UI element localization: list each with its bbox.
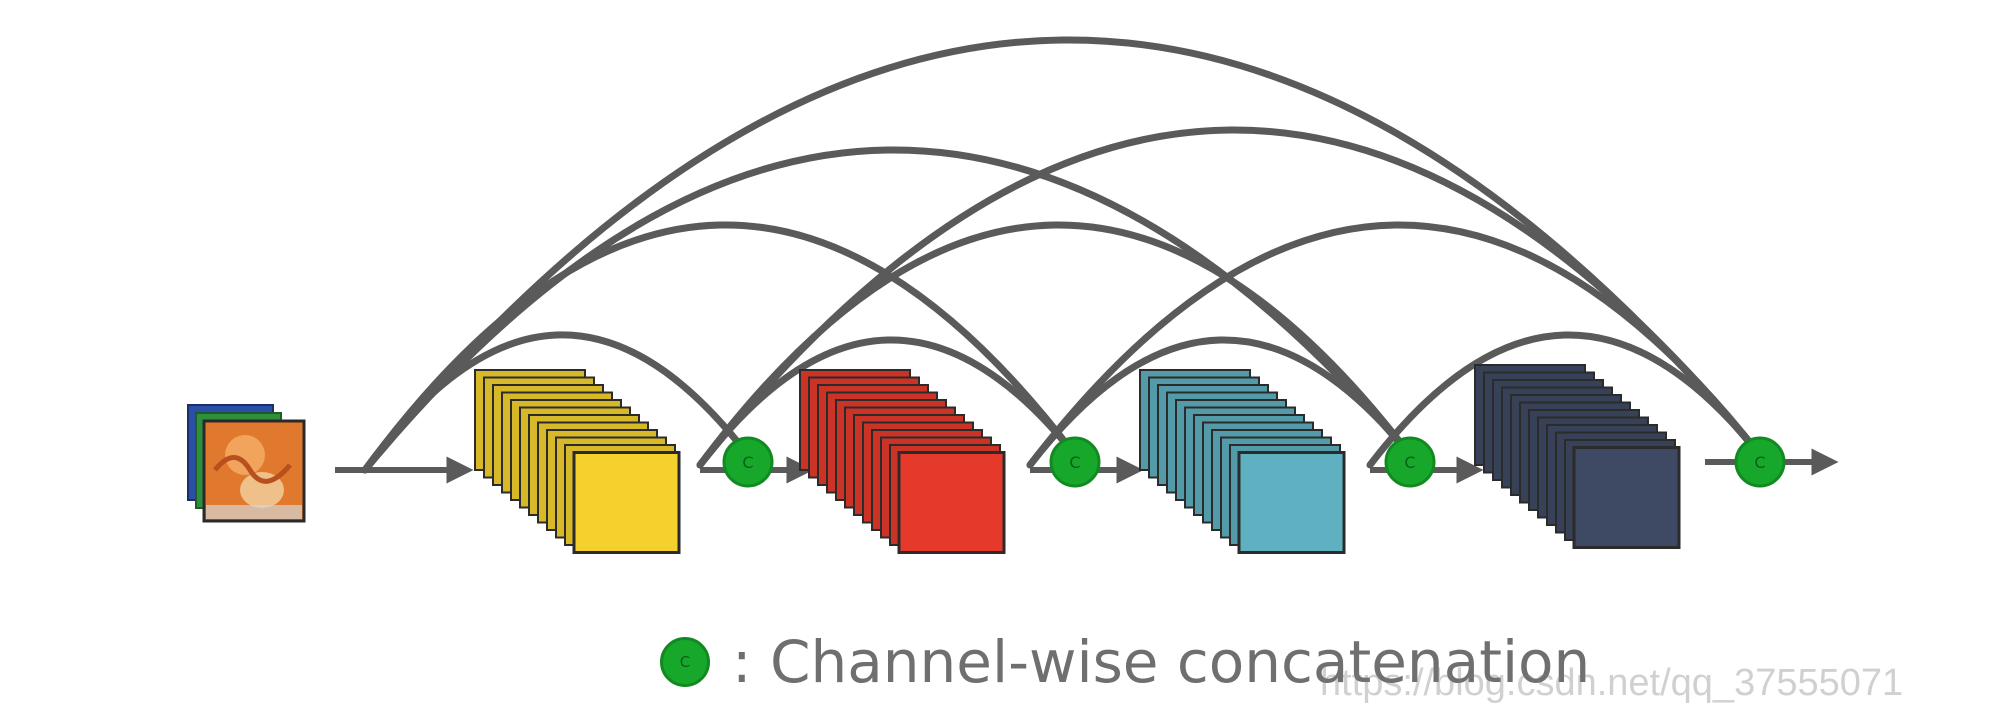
concat-node-2: C: [1049, 436, 1101, 488]
concat-node-symbol: C: [1754, 453, 1765, 472]
concat-node-symbol: C: [1069, 453, 1080, 472]
concat-node-symbol: C: [1404, 453, 1415, 472]
concat-node-circle: [1049, 436, 1101, 488]
block-1-front-map: [572, 451, 681, 554]
block-3-front-map: [1237, 451, 1346, 554]
input-image-icon: [187, 404, 306, 523]
skip-connection-arc-10: [1366, 331, 1764, 469]
concat-node-1: C: [722, 436, 774, 488]
legend-concat-icon: C: [660, 637, 710, 687]
watermark: https://blog.csdn.net/qq_37555071: [1320, 662, 1904, 704]
skip-connection-arc-9: [1026, 221, 1764, 469]
block-1-feature-maps: [474, 369, 681, 554]
feature-blocks: [474, 364, 1681, 554]
legend: C : Channel-wise concatenation: [660, 628, 1590, 696]
legend-text: : Channel-wise concatenation: [732, 628, 1591, 696]
concat-node-3: C: [1384, 436, 1436, 488]
skip-connections: [361, 36, 1764, 474]
concat-node-circle: [1734, 436, 1786, 488]
block-4-front-map: [1572, 446, 1681, 549]
legend-concat-symbol: C: [679, 653, 691, 671]
block-2-front-map: [897, 451, 1006, 554]
concat-node-circle: [1384, 436, 1436, 488]
concat-node-circle: [722, 436, 774, 488]
concat-node-symbol: C: [742, 453, 753, 472]
block-2-feature-maps: [799, 369, 1006, 554]
block-3-feature-maps: [1139, 369, 1346, 554]
skip-connection-arc-4: [361, 36, 1764, 474]
skip-connection-arc-7: [696, 126, 1764, 469]
block-4-feature-maps: [1474, 364, 1681, 549]
concat-node-4: C: [1734, 436, 1786, 488]
